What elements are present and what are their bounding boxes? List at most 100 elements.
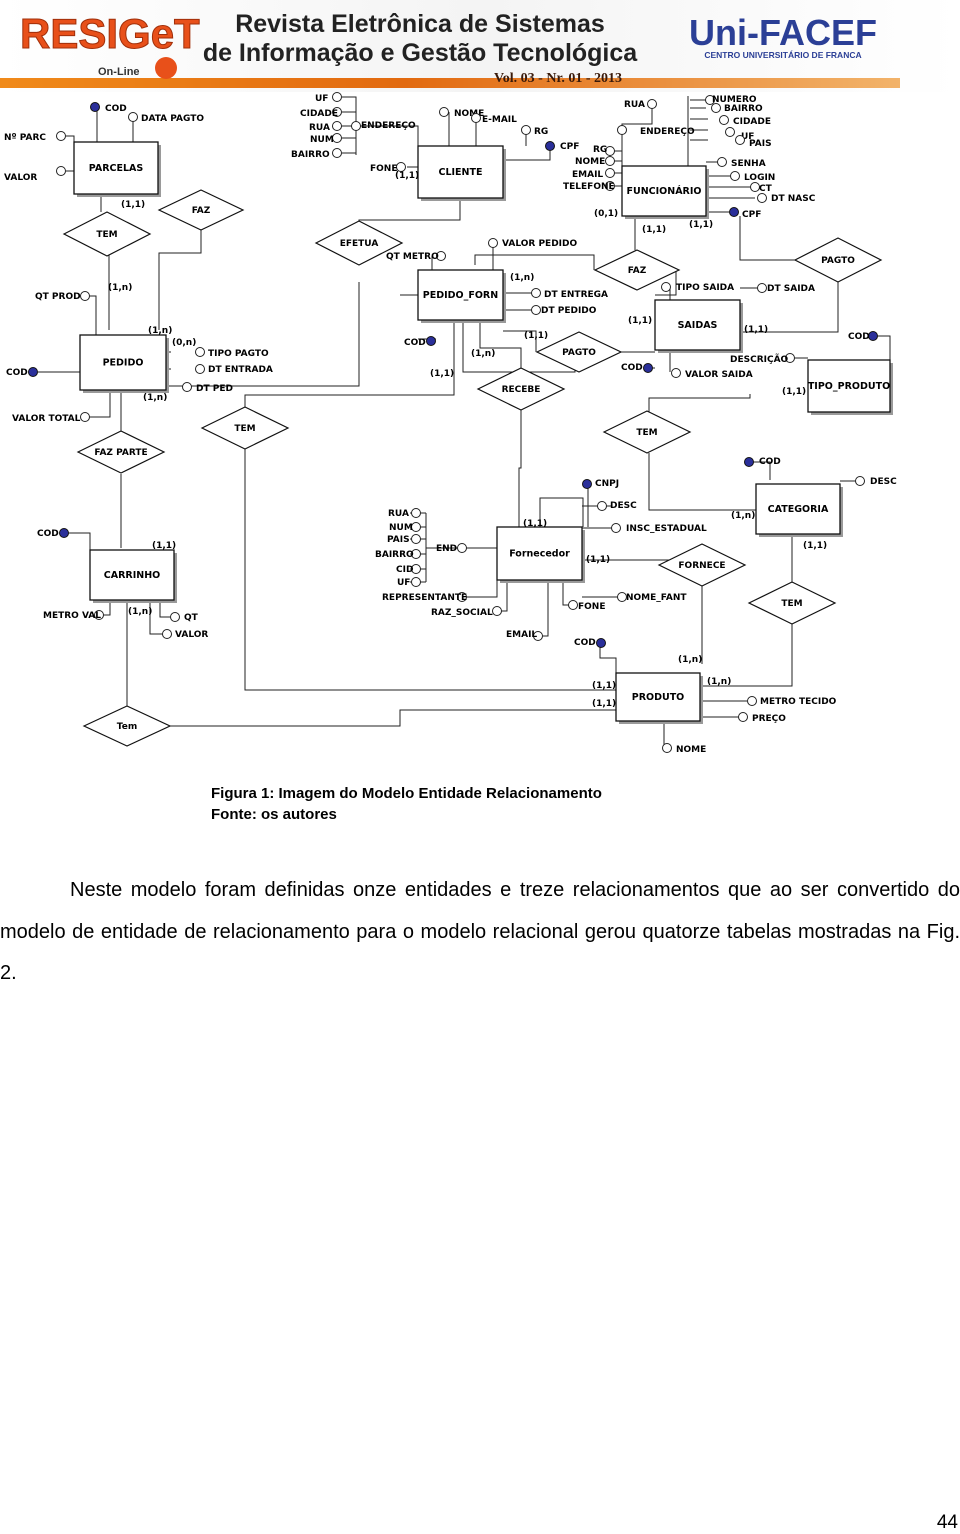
attribute-marker-icon [521,125,531,135]
attribute-marker-icon [647,99,657,109]
attribute-prod-nome: NOME [662,743,706,755]
attribute-label: RG [593,145,607,155]
attribute-label: CPF [560,142,579,152]
attribute-pedido-dt-entrada: DT ENTRADA [195,364,273,375]
attribute-marker-icon [617,592,627,602]
attribute-label: COD [848,332,870,342]
cardinality-label: (1,1) [744,325,768,335]
attribute-marker-icon [94,610,104,620]
cardinality-label: (1,1) [628,316,652,326]
cardinality-label: (1,n) [148,326,172,336]
attribute-tp-cod: COD [848,331,878,342]
primary-key-marker-icon [729,207,739,217]
journal-title-line1: Revista Eletrônica de Sistemas [235,10,605,38]
attribute-marker-icon [56,131,66,141]
attribute-func-pais: PAIS [735,135,772,149]
attribute-label: RAZ_SOCIAL [431,608,493,618]
attribute-label: LOGIN [744,173,775,183]
attribute-func-cpf: CPF [729,207,761,220]
attribute-pedido-tipo-pagto: TIPO PAGTO [195,347,269,359]
cardinality-label: (1,n) [108,283,132,293]
entity-label: SAIDAS [678,320,718,331]
attribute-saidas-cod: COD [621,363,653,373]
attribute-label: RUA [624,100,645,110]
connection-line [356,125,419,146]
attribute-label: COD [621,363,643,373]
attribute-label: ENDEREÇO [361,121,416,131]
relationship-faz-parte: FAZ PARTE [76,430,166,474]
diamond-shape [314,220,404,266]
attribute-car-cod: COD [37,528,69,539]
primary-key-marker-icon [545,141,555,151]
cardinality-label: (1,1) [642,225,666,235]
connection-line [648,394,751,412]
figure-title: Figura 1: Imagem do Modelo Entidade Rela… [211,785,602,802]
relationship-label: FAZ [628,266,647,276]
attribute-label: COD [404,338,426,348]
attribute-label: SENHA [731,159,766,169]
relationship-faz1: FAZ [157,189,245,231]
connection-line [739,216,796,261]
attribute-marker-icon [711,103,721,113]
attribute-forn-cnpj: CNPJ [582,479,619,489]
attribute-func-ct: CT [750,182,773,194]
figure-caption: Figura 1: Imagem do Modelo Entidade Rela… [211,783,602,825]
cardinality-label: (1,n) [128,607,152,617]
primary-key-marker-icon [28,367,38,377]
attribute-marker-icon [719,115,729,125]
entity-box [615,672,701,722]
attribute-label: TIPO SAIDA [676,283,734,293]
relationship-tem3: TEM [602,410,692,454]
attribute-marker-icon [747,696,757,706]
relationship-pagto2: PAGTO [535,331,623,373]
primary-key-marker-icon [643,363,653,373]
attribute-cliente-fone: FONE [370,162,406,174]
attribute-marker-icon [411,549,421,559]
journal-volume: Vol. 03 - Nr. 01 - 2013 [494,71,622,86]
attribute-label: COD [574,638,596,648]
entity-label: CLIENTE [439,167,483,178]
cardinality-label: (1,n) [678,655,702,665]
attribute-marker-icon [705,95,715,105]
attribute-label: NUMERO [712,95,757,105]
attribute-marker-icon [182,382,192,392]
connection-line [518,410,522,527]
attribute-forn-bairro: BAIRRO [375,549,421,560]
attribute-label: VALOR PEDIDO [502,239,577,249]
entity-tipo-produto: TIPO_PRODUTO [807,359,893,415]
attribute-label: BAIRRO [375,550,414,560]
entity-cliente: CLIENTE [417,145,506,201]
attribute-pedido-cod: COD [6,367,38,378]
relationship-label: FAZ [192,206,211,216]
attribute-label: DT ENTREGA [544,290,608,300]
cardinality-label: (1,n) [707,677,731,687]
attribute-marker-icon [855,476,865,486]
attribute-pf-cod: COD [404,336,436,348]
attribute-pf-valor-pedido: VALOR PEDIDO [488,238,577,249]
cardinality-label: (1,1) [523,519,547,529]
attribute-label: METRO VAL [43,611,101,621]
cardinality-label: (1,1) [592,699,616,709]
attribute-cat-cod: COD [744,457,781,467]
connection-line [168,709,616,727]
entity-box [755,483,841,535]
resiget-logo-mark-icon [155,57,177,79]
attribute-forn-representante: REPRESENTANTE [382,592,467,603]
attribute-label: DATA PAGTO [141,114,204,124]
entity-box [807,359,891,413]
diamond-shape [76,430,166,474]
unifacef-logo: Uni-FACEF CENTRO UNIVERSITÁRIO DE FRANCA [689,12,877,60]
entity-pedido: PEDIDO [79,334,169,393]
diamond-shape [62,211,152,257]
attribute-marker-icon [568,600,578,610]
cardinality-label: (1,n) [143,393,167,403]
entity-pedido-forn: PEDIDO_FORN [417,269,506,323]
relationship-tem5: Tem [82,705,172,747]
cardinality-label: (1,1) [430,369,454,379]
attribute-marker-icon [411,577,421,587]
relationship-tem1: TEM [62,211,152,257]
attribute-marker-icon [725,127,735,137]
page-number: 44 [936,1512,958,1533]
attribute-pedido-dt-ped: DT PED [182,382,233,394]
